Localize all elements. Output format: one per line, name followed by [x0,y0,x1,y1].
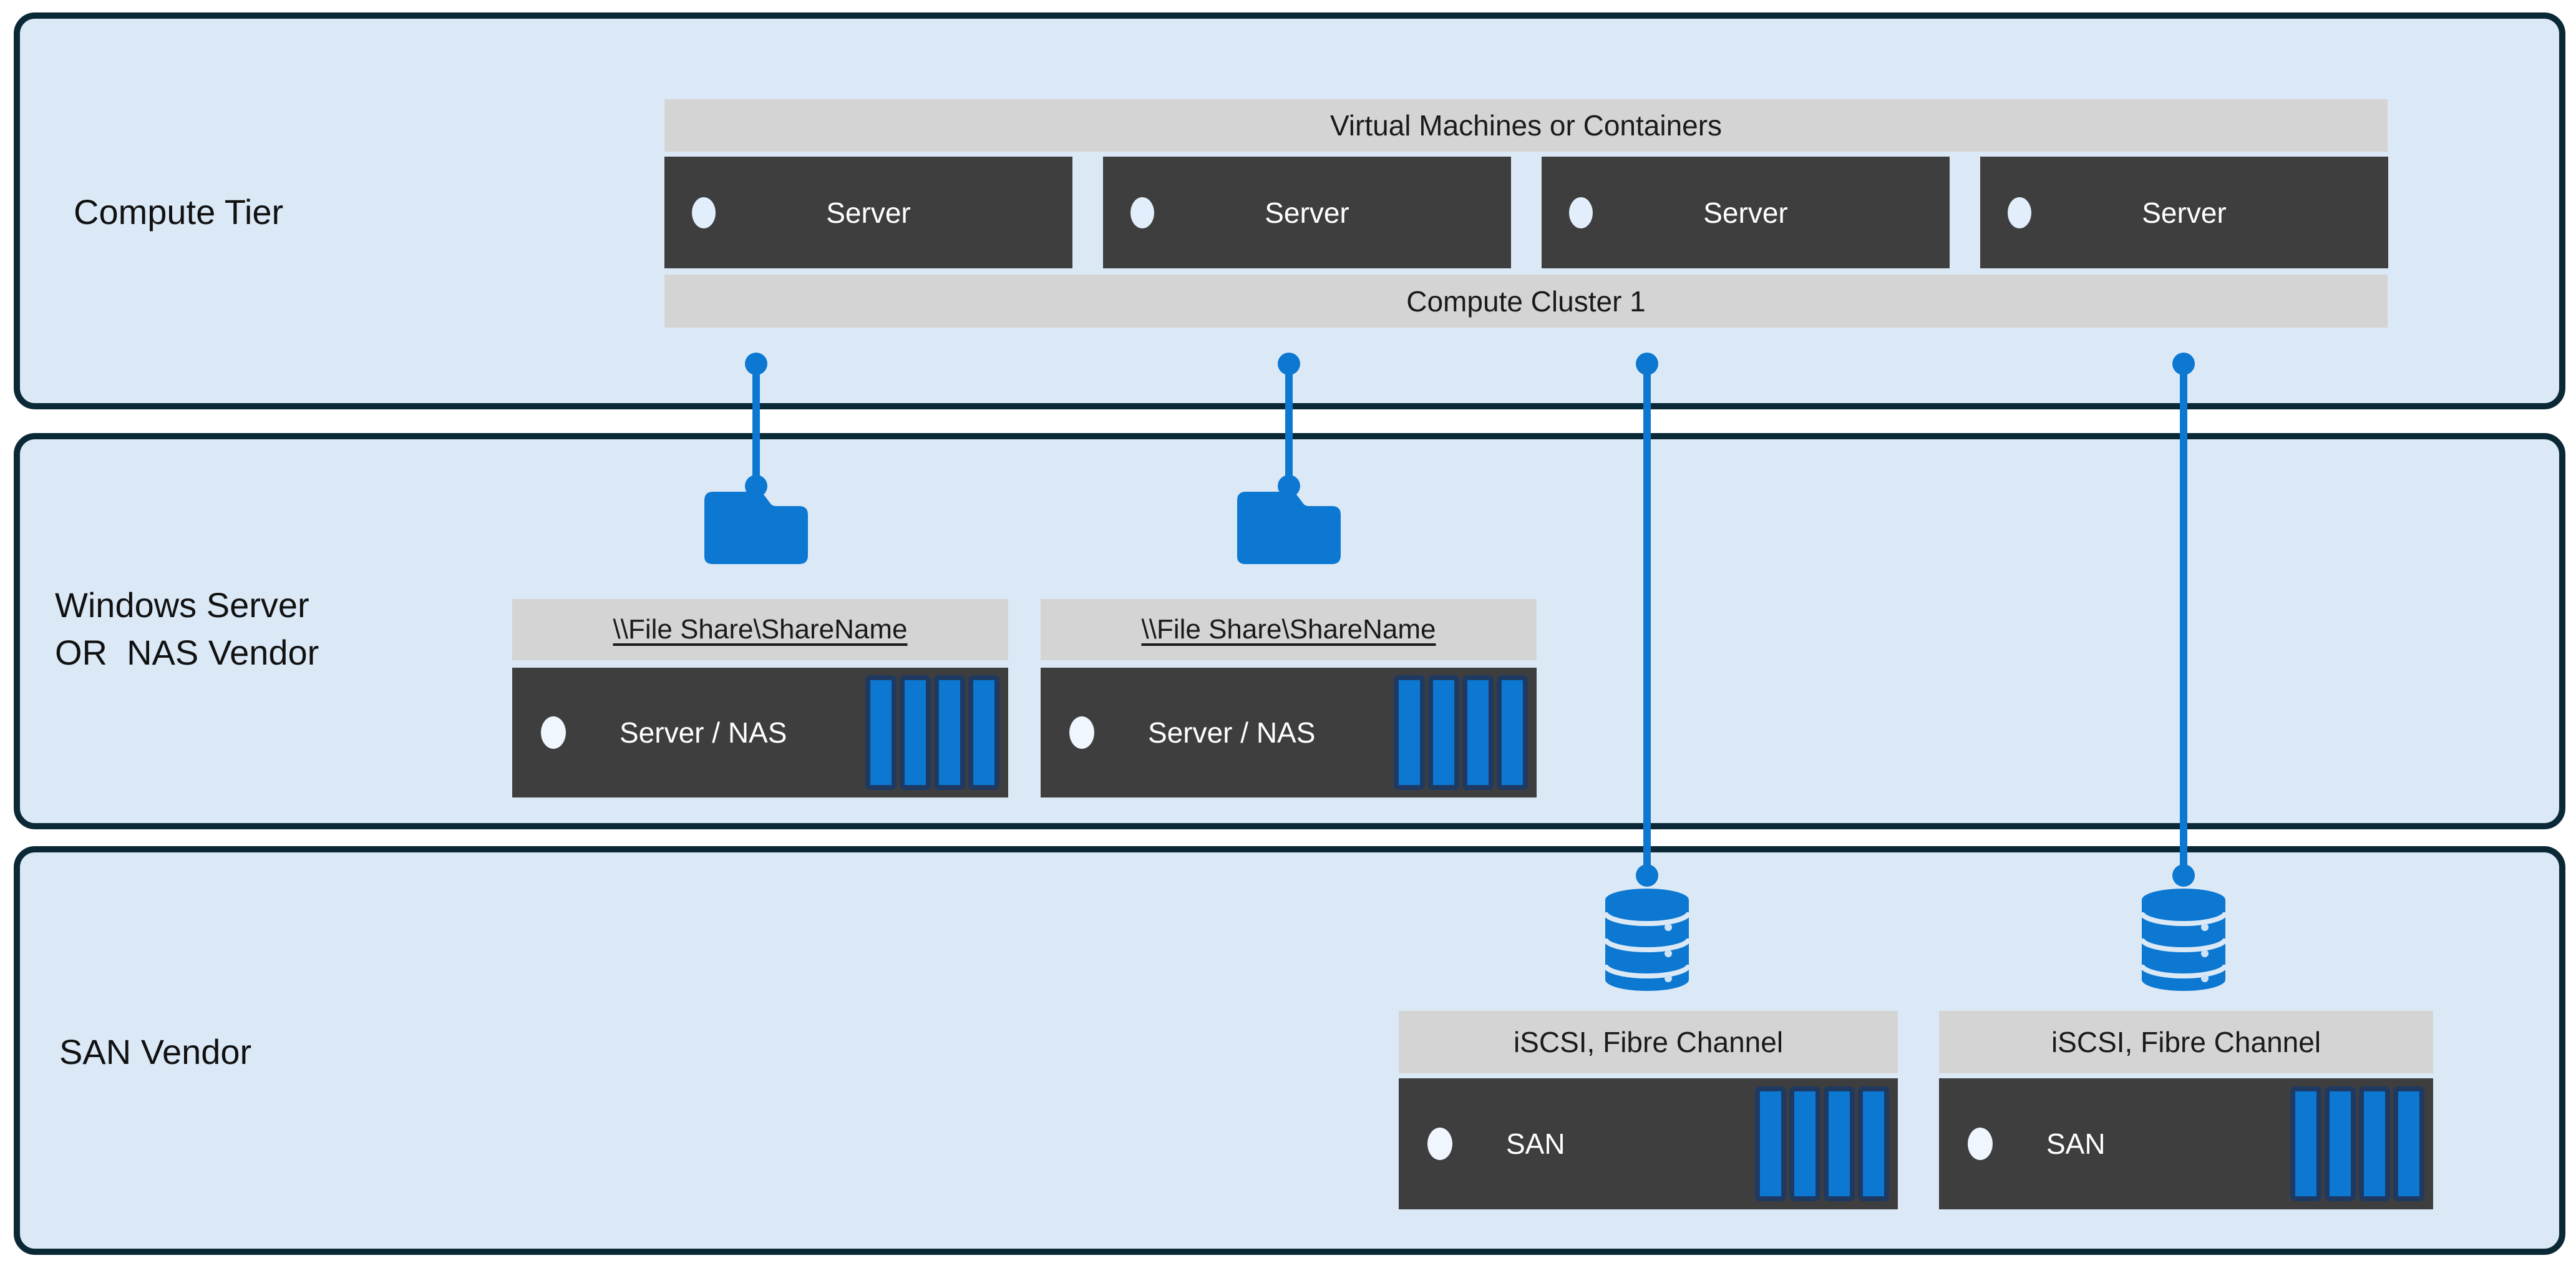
compute-tier-label: Compute Tier [74,192,284,232]
san-label: SAN [2046,1128,2106,1160]
server-nas-box-2: Server / NAS [1041,668,1537,797]
san-protocol-label: iSCSI, Fibre Channel [2051,1026,2321,1058]
disk-icon [1824,1086,1855,1201]
disk-icon [1497,675,1528,790]
server-label: Server [1703,196,1788,229]
connector-dot [1278,475,1300,497]
folder-icon [1237,492,1341,564]
virtual-machines-bar: Virtual Machines or Containers [664,99,2388,152]
database-icon [1605,889,1689,991]
disk-icon [865,675,897,790]
server-label: Server [1265,196,1349,229]
connector-line-4 [2180,364,2187,875]
san-tier-label: SAN Vendor [59,1032,252,1071]
nas-tier-label: Windows Server OR NAS Vendor [55,585,319,672]
status-dot-icon [1968,1128,1993,1160]
file-share-path-header-1: \\File Share\ShareName [512,599,1008,660]
san-box-1: SAN [1399,1078,1898,1209]
disk-array-icon [2290,1086,2424,1201]
compute-cluster-bar: Compute Cluster 1 [664,275,2388,328]
status-dot-icon [1569,197,1593,228]
connector-dot [745,353,767,375]
status-dot-icon [1427,1128,1452,1160]
disk-icon [1462,675,1494,790]
disk-array-icon [1755,1086,1889,1201]
connector-line-3 [1643,364,1651,875]
disk-icon [1789,1086,1820,1201]
file-share-path: \\File Share\ShareName [613,614,908,645]
disk-icon [2393,1086,2424,1201]
disk-icon [1428,675,1459,790]
status-dot-icon [541,716,566,749]
san-protocol-label: iSCSI, Fibre Channel [1513,1026,1784,1058]
disk-icon [934,675,965,790]
san-protocol-header-1: iSCSI, Fibre Channel [1399,1011,1898,1073]
connector-dot [1278,353,1300,375]
connector-dot [1636,864,1658,887]
connector-dot [2172,353,2195,375]
connector-dot [1636,353,1658,375]
server-node-3: Server [1542,157,1950,268]
file-share-path-header-2: \\File Share\ShareName [1041,599,1537,660]
server-node-4: Server [1980,157,2388,268]
server-nas-box-1: Server / NAS [512,668,1008,797]
disk-icon [2290,1086,2321,1201]
connector-dot [745,475,767,497]
connector-dot [2172,864,2195,887]
san-protocol-header-2: iSCSI, Fibre Channel [1939,1011,2433,1073]
disk-array-icon [865,675,999,790]
server-nas-label: Server / NAS [620,716,787,749]
server-node-2: Server [1103,157,1511,268]
status-dot-icon [2008,197,2031,228]
disk-icon [2359,1086,2390,1201]
status-dot-icon [692,197,716,228]
compute-cluster-bar-label: Compute Cluster 1 [1406,285,1646,318]
disk-array-icon [1394,675,1528,790]
disk-icon [1755,1086,1786,1201]
disk-icon [900,675,931,790]
server-label: Server [2142,196,2227,229]
connector-line-2 [1285,364,1293,486]
database-icon [2142,889,2225,991]
folder-icon [704,492,808,564]
server-label: Server [826,196,911,229]
file-share-path: \\File Share\ShareName [1141,614,1436,645]
status-dot-icon [1069,716,1094,749]
disk-icon [968,675,999,790]
server-nas-label: Server / NAS [1148,716,1316,749]
status-dot-icon [1130,197,1154,228]
server-node-1: Server [664,157,1072,268]
disk-icon [1394,675,1425,790]
connector-line-1 [752,364,760,486]
san-label: SAN [1506,1128,1565,1160]
disk-icon [1858,1086,1889,1201]
virtual-machines-bar-label: Virtual Machines or Containers [1329,109,1723,142]
disk-icon [2325,1086,2356,1201]
san-box-2: SAN [1939,1078,2433,1209]
